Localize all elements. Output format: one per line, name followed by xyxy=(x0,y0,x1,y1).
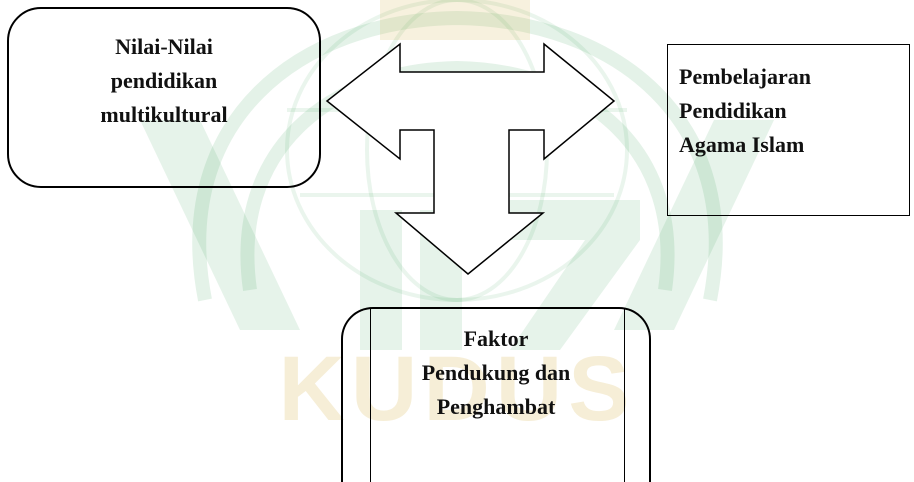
label-pembelajaran: Pembelajaran Pendidikan Agama Islam xyxy=(679,64,811,157)
label-faktor: Faktor Pendukung dan Penghambat xyxy=(421,326,571,419)
box-faktor xyxy=(341,307,651,482)
faktor-inner-border-right xyxy=(624,309,625,482)
watermark-text: KUDUS xyxy=(278,338,635,440)
label-nilai-nilai: Nilai-Nilai pendidikan multikultural xyxy=(100,34,228,127)
box-pembelajaran xyxy=(667,44,910,216)
box-nilai-nilai xyxy=(7,7,321,188)
faktor-inner-border-left xyxy=(370,309,371,482)
